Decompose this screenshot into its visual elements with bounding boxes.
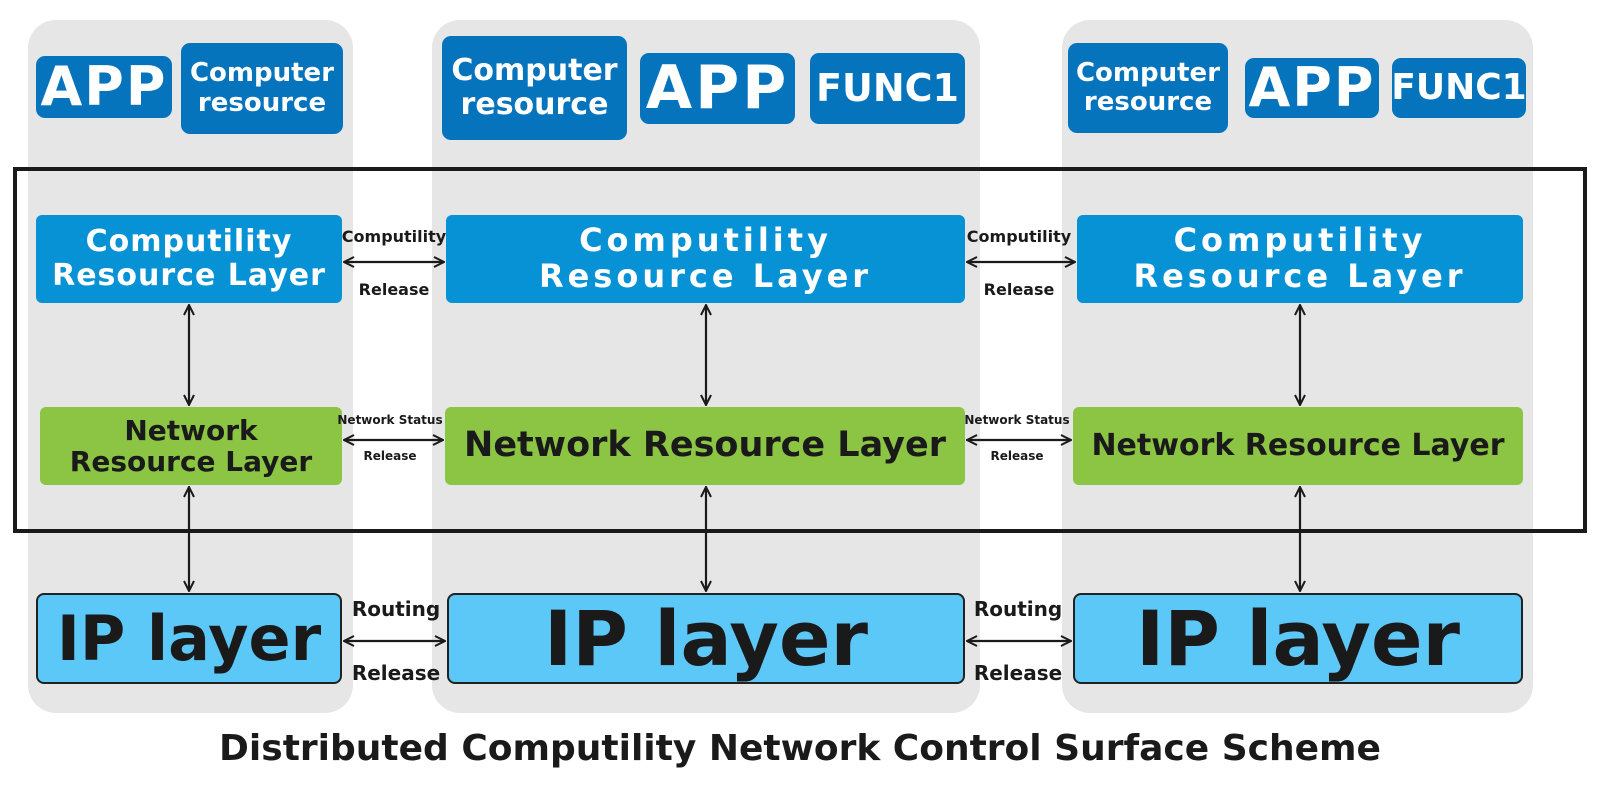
link-label-release-2: Release	[983, 280, 1055, 299]
ip-layer-1: IP layer	[36, 593, 342, 684]
computility-layer-1: Computility Resource Layer	[36, 215, 342, 303]
link-label-routing-2: Routing	[973, 597, 1063, 621]
func1-box-3: FUNC1	[1391, 58, 1527, 118]
app-box-3: APP	[1245, 57, 1379, 118]
network-layer-3: Network Resource Layer	[1073, 407, 1523, 485]
link-label-routing-1: Routing	[351, 597, 441, 621]
computility-layer-3: Computility Resource Layer	[1077, 215, 1523, 303]
link-label-release-5: Release	[351, 661, 441, 685]
network-layer-2: Network Resource Layer	[445, 407, 965, 485]
network-layer-1: Network Resource Layer	[40, 407, 342, 485]
app-box-1: APP	[36, 56, 172, 118]
link-label-computility-1: Computility	[341, 227, 447, 246]
diagram-caption: Distributed Computility Network Control …	[219, 728, 1381, 769]
ip-layer-2: IP layer	[447, 593, 965, 684]
computility-layer-2: Computility Resource Layer	[446, 215, 965, 303]
app-box-2: APP	[640, 53, 795, 124]
link-label-network-status-2: Network Status	[964, 413, 1070, 427]
func1-box-2: FUNC1	[810, 53, 965, 124]
computer-resource-box-2: Computer resource	[442, 36, 627, 140]
link-label-release-1: Release	[358, 280, 430, 299]
computer-resource-box-3: Computer resource	[1068, 43, 1228, 133]
link-label-network-status-1: Network Status	[337, 413, 443, 427]
link-label-release-3: Release	[363, 449, 417, 463]
computer-resource-box-1: Computer resource	[181, 43, 343, 134]
control-surface-frame	[13, 167, 1587, 533]
ip-layer-3: IP layer	[1073, 593, 1523, 684]
link-label-release-4: Release	[990, 449, 1044, 463]
link-label-computility-2: Computility	[966, 227, 1072, 246]
link-label-release-6: Release	[973, 661, 1063, 685]
